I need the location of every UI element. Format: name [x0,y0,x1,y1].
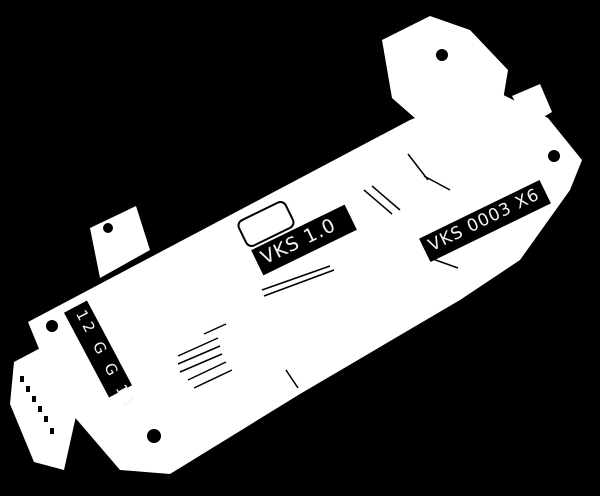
right-post [512,84,552,126]
component-outline [237,201,295,247]
top-module [382,16,508,140]
mounting-hole [436,49,448,61]
connector-pins [20,376,54,434]
mounting-hole [339,131,353,145]
mounting-hole [103,223,113,233]
left-connector [10,344,80,470]
mounting-hole [548,150,560,162]
mounting-hole [147,429,161,443]
mounting-hole [46,320,58,332]
